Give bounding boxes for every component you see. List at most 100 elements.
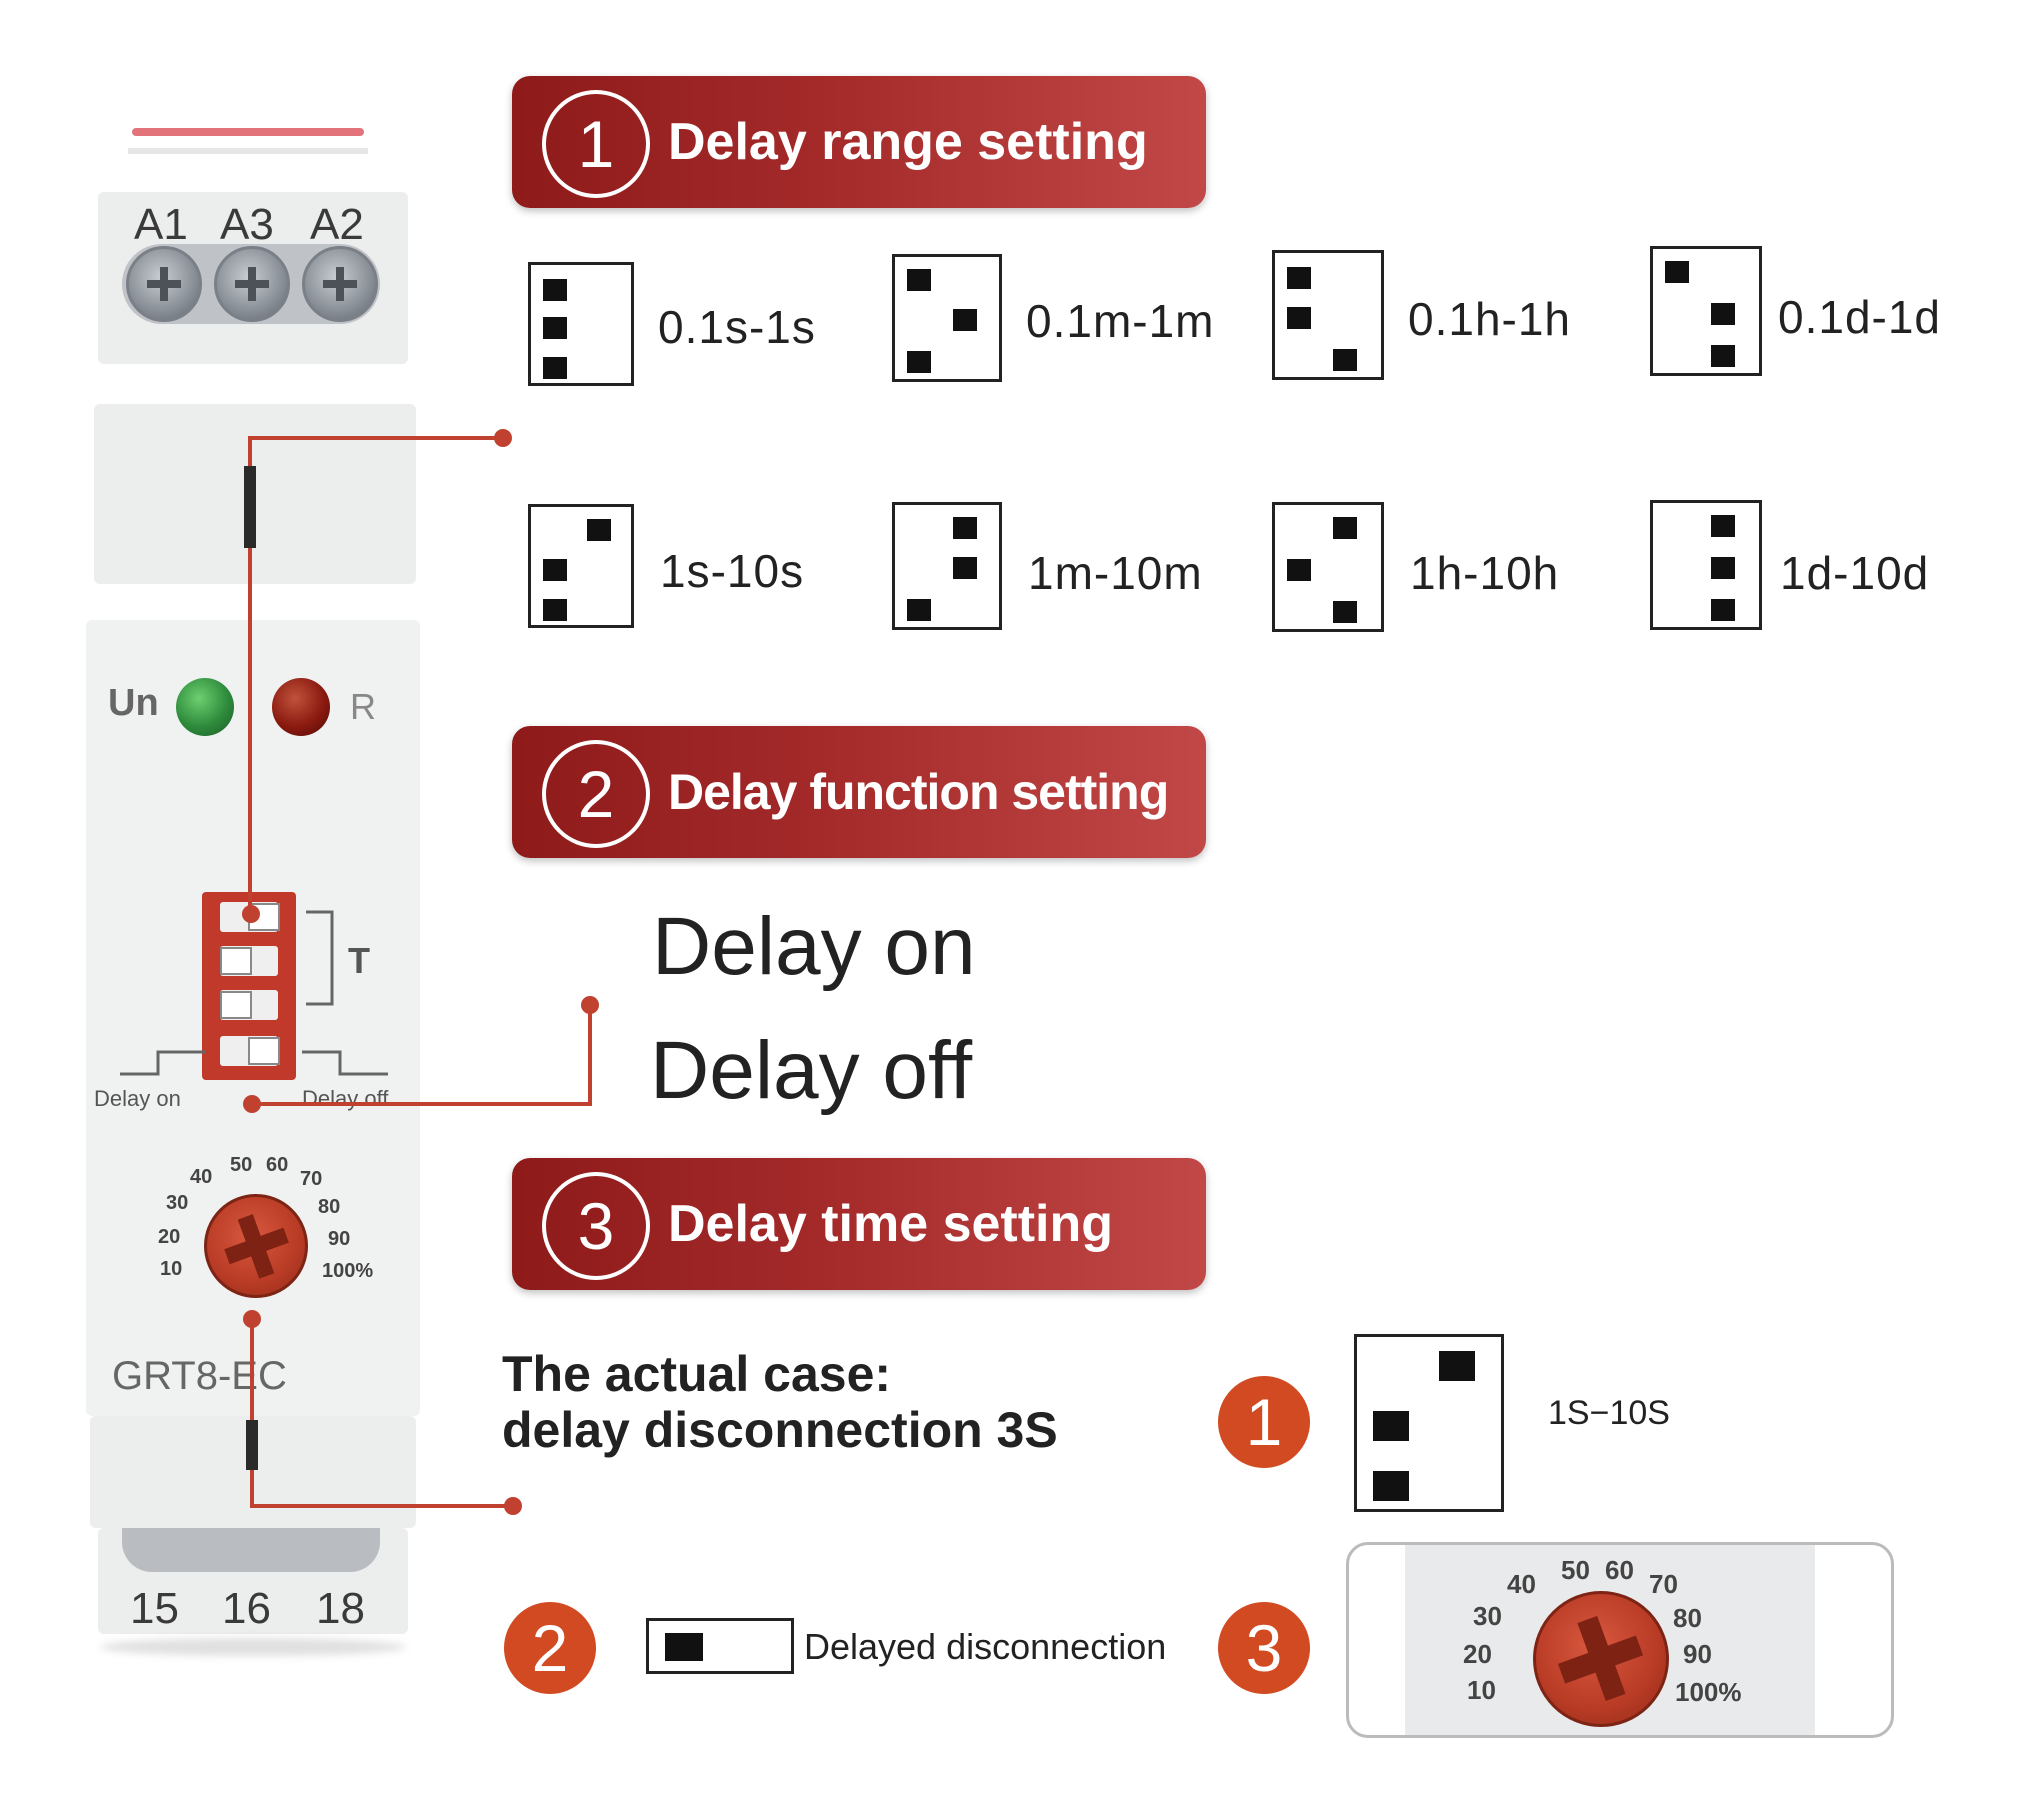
switch-pos-left — [665, 1633, 703, 1661]
switch-pos-left — [1373, 1471, 1409, 1501]
switch-pos-right — [1333, 517, 1357, 539]
switch-icon-0-1h-1h — [1272, 250, 1384, 380]
step-1-number: 1 — [1218, 1376, 1310, 1468]
switch-pos-left — [543, 357, 567, 379]
section-number: 1 — [542, 90, 650, 198]
switch-icon-1h-10h — [1272, 502, 1384, 632]
dip-group-label: T — [348, 940, 370, 981]
switch-icon-0-1d-1d — [1650, 246, 1762, 376]
led-un-label: Un — [108, 682, 159, 724]
switch-pos-right — [1333, 601, 1357, 623]
led-un-icon — [176, 678, 234, 736]
range-label: 1m-10m — [1028, 547, 1203, 599]
range-label: 1d-10d — [1780, 547, 1930, 599]
example-delay-dial[interactable] — [1533, 1591, 1669, 1727]
device-delay-dial[interactable] — [204, 1194, 308, 1298]
switch-pos-left — [907, 269, 931, 291]
switch-icon-0-1s-1s — [528, 262, 634, 386]
led-r-label: R — [350, 686, 376, 727]
dial-mark-60: 60 — [266, 1154, 289, 1176]
delay-on-waveform-icon — [120, 1050, 206, 1076]
dial-mark-80: 80 — [1673, 1603, 1702, 1633]
switch-pos-left — [907, 599, 931, 621]
switch-icon-0-1m-1m — [892, 254, 1002, 382]
switch-pos-left — [1287, 267, 1311, 289]
section-number: 3 — [542, 1172, 650, 1280]
dial-mark-70: 70 — [300, 1168, 323, 1190]
screw-icon[interactable] — [302, 246, 378, 322]
guide-dot — [581, 996, 599, 1014]
dip-knob — [220, 991, 252, 1019]
dial-mark-20: 20 — [1463, 1639, 1492, 1669]
section-header-delay-range: 1 Delay range setting — [512, 76, 1206, 208]
guide-dot — [242, 905, 260, 923]
switch-pos-left — [543, 279, 567, 301]
switch-pos-left — [1287, 307, 1311, 329]
device-delay-on-label: Delay on — [94, 1086, 181, 1111]
dial-mark-50: 50 — [1561, 1555, 1590, 1585]
guide-line — [248, 436, 504, 440]
terminal-label-a3: A3 — [220, 200, 274, 249]
guide-dot — [243, 1095, 261, 1113]
section-header-delay-time: 3 Delay time setting — [512, 1158, 1206, 1290]
step-3-number: 3 — [1218, 1602, 1310, 1694]
dial-mark-40: 40 — [190, 1166, 213, 1188]
guide-line — [250, 1318, 254, 1508]
guide-marker — [246, 1420, 258, 1470]
terminal-label-a2: A2 — [310, 200, 364, 249]
dial-mark-10: 10 — [160, 1258, 183, 1280]
range-label: 1h-10h — [1410, 547, 1560, 599]
section-title: Delay function setting — [668, 764, 1169, 820]
dip-knob — [220, 947, 252, 975]
function-delay-off: Delay off — [650, 1025, 973, 1116]
switch-pos-right — [953, 517, 977, 539]
dip-switch-1[interactable] — [220, 902, 280, 932]
dial-mark-30: 30 — [166, 1192, 189, 1214]
dial-mark-10: 10 — [1467, 1675, 1496, 1705]
guide-line — [250, 1504, 514, 1508]
switch-pos-right — [1711, 557, 1735, 579]
screw-icon[interactable] — [126, 246, 202, 322]
guide-dot — [494, 429, 512, 447]
switch-pos-right — [1439, 1351, 1475, 1381]
example-switch-icon-1s-10s — [1354, 1334, 1504, 1512]
screw-icon[interactable] — [214, 246, 290, 322]
range-label: 0.1m-1m — [1026, 295, 1215, 347]
dial-mark-100: 100% — [1675, 1677, 1742, 1707]
dip-knob — [248, 1037, 280, 1065]
switch-pos-left — [543, 599, 567, 621]
dial-mark-20: 20 — [158, 1226, 181, 1248]
example-switch-icon-delayed-disconnection — [646, 1618, 794, 1674]
switch-pos-right — [1711, 599, 1735, 621]
step-2-label: Delayed disconnection — [804, 1626, 1167, 1667]
switch-pos-right — [953, 557, 977, 579]
switch-pos-right — [1711, 303, 1735, 325]
led-r-icon — [272, 678, 330, 736]
switch-icon-1d-10d — [1650, 500, 1762, 630]
bottom-screw-channel — [122, 1528, 380, 1572]
switch-pos-right — [1711, 345, 1735, 367]
guide-marker — [244, 466, 256, 548]
switch-pos-left — [1373, 1411, 1409, 1441]
step-2-number: 2 — [504, 1602, 596, 1694]
switch-pos-left — [543, 317, 567, 339]
device-shadow — [100, 1638, 406, 1656]
dip-switch-4[interactable] — [220, 1036, 280, 1066]
switch-pos-left — [1287, 559, 1311, 581]
dial-mark-90: 90 — [1683, 1639, 1712, 1669]
top-light-strip — [128, 148, 368, 154]
guide-line — [588, 1004, 592, 1106]
example-line-2: delay disconnection 3S — [502, 1402, 1058, 1458]
terminal-label-18: 18 — [316, 1584, 365, 1633]
range-label: 1s-10s — [660, 545, 805, 597]
switch-icon-1s-10s — [528, 504, 634, 628]
dial-mark-70: 70 — [1649, 1569, 1678, 1599]
guide-line — [248, 436, 252, 916]
switch-pos-left — [907, 351, 931, 373]
dial-mark-90: 90 — [328, 1228, 351, 1250]
dip-switch-2[interactable] — [220, 946, 278, 976]
dial-mark-80: 80 — [318, 1196, 341, 1218]
guide-dot — [243, 1310, 261, 1328]
dip-switch-3[interactable] — [220, 990, 278, 1020]
step-1-label: 1S−10S — [1548, 1394, 1670, 1432]
